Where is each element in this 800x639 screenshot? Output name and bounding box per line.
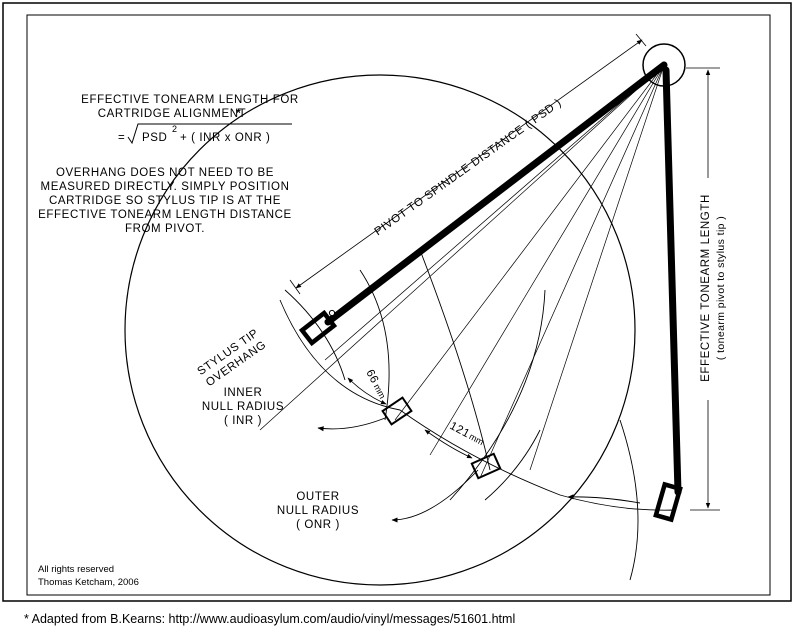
note-line: EFFECTIVE TONEARM LENGTH DISTANCE	[38, 209, 292, 221]
pivot-radial-lines	[259, 64, 665, 479]
inner-border	[26, 14, 771, 596]
cartridge-inner-null	[381, 396, 413, 426]
outer-border	[2, 2, 792, 602]
effective-length-label: EFFECTIVE TONEARM LENGTH ( tonearm pivot…	[700, 194, 727, 382]
eff-label-line1: EFFECTIVE TONEARM LENGTH	[700, 194, 712, 382]
outer-label-line3: ( ONR )	[296, 519, 340, 531]
note-line: MEASURED DIRECTLY. SIMPLY POSITION	[41, 181, 290, 193]
outer-label-line1: OUTER	[296, 491, 339, 503]
note-line: FROM PIVOT.	[125, 223, 205, 235]
cartridge-vertical	[653, 481, 683, 523]
stylus-tip-overhang-label: STYLUS TIP OVERHANG	[196, 327, 269, 389]
note-line: CARTRIDGE SO STYLUS TIP IS AT THE	[49, 195, 281, 207]
dim-66-unit: mm	[372, 382, 388, 400]
dimension-66mm: 66 mm	[363, 368, 388, 401]
inner-label-line2: NULL RADIUS	[202, 401, 284, 413]
outer-label-line2: NULL RADIUS	[277, 505, 359, 517]
formula-title-line2: CARTRIDGE ALIGNMENT	[98, 108, 247, 120]
formula-title-line1: EFFECTIVE TONEARM LENGTH FOR	[81, 94, 299, 106]
note-line: OVERHANG DOES NOT NEED TO BE	[56, 167, 274, 179]
source-footnote: * Adapted from B.Kearns: http://www.audi…	[24, 612, 516, 626]
formula-block: EFFECTIVE TONEARM LENGTH FOR CARTRIDGE A…	[81, 94, 299, 145]
formula-equals: =	[118, 132, 125, 144]
dim-121-unit: mm	[467, 431, 485, 447]
cartridge-outer-null	[470, 452, 502, 480]
cartridge-main	[298, 309, 338, 347]
formula-rest: + ( INR x ONR )	[180, 132, 270, 144]
formula-exponent: 2	[172, 124, 177, 134]
inner-label-line1: INNER	[224, 387, 263, 399]
copyright-line1: All rights reserved	[38, 564, 114, 575]
copyright-notice: All rights reserved Thomas Ketcham, 2006	[38, 564, 139, 588]
inner-label-line3: ( INR )	[224, 415, 262, 427]
psd-dimension	[289, 33, 647, 295]
outer-null-radius-label: OUTER NULL RADIUS ( ONR )	[277, 491, 359, 531]
dim-66-value: 66	[363, 368, 380, 386]
sqrt-sign	[127, 123, 292, 145]
record-circle	[124, 74, 636, 586]
null-point-dimensions	[347, 377, 473, 459]
effective-length-dimension	[686, 67, 720, 511]
instruction-note: OVERHANG DOES NOT NEED TO BE MEASURED DI…	[38, 167, 292, 235]
stylus-tip-dot	[328, 309, 336, 317]
copyright-line2: Thomas Ketcham, 2006	[38, 577, 139, 588]
tonearm-vertical	[662, 66, 682, 496]
formula-psd: PSD	[142, 132, 167, 144]
leader-arrows	[317, 417, 641, 523]
inner-null-radius-label: INNER NULL RADIUS ( INR )	[202, 387, 284, 427]
eff-label-line2: ( tonearm pivot to stylus tip )	[715, 216, 727, 360]
formula-asterisk: *	[236, 106, 241, 120]
